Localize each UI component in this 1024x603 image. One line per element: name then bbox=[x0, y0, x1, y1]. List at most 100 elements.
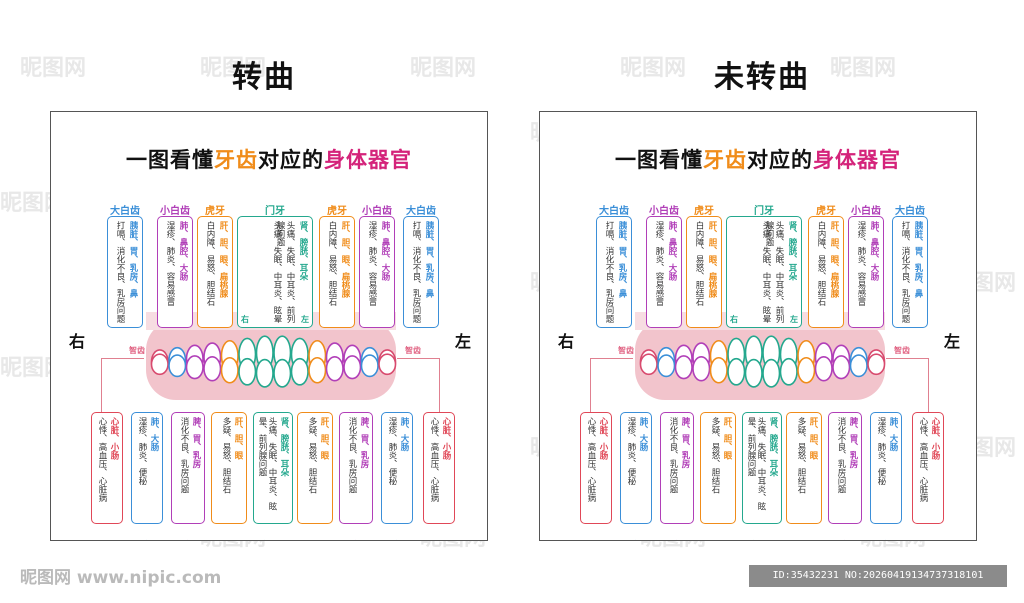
organ-card: 肝、胆、眼、扁桃腺白内障、易怒、胆结石 bbox=[808, 216, 844, 328]
upper-teeth-cards: 大白齿胰脏、胃、乳房、鼻打嗝、消化不良、乳房问题小白齿肺、鼻腔、大肠湿疹、肺炎、… bbox=[540, 202, 976, 342]
upper-card: 虎牙肝、胆、眼、扁桃腺白内障、易怒、胆结石 bbox=[319, 202, 355, 342]
organ-card: 肺、鼻腔、大肠湿疹、肺炎、容易感冒 bbox=[646, 216, 682, 328]
wisdom-tooth-label-right: 智齿 bbox=[129, 346, 145, 355]
organ-names: 脾、胃、乳房 bbox=[680, 417, 690, 468]
organ-card: 脾、胃、乳房消化不良、乳房问题 bbox=[339, 412, 373, 524]
tooth-shape bbox=[203, 356, 222, 382]
tooth-type-label: 虎牙 bbox=[816, 206, 836, 217]
title-segment: 一图看懂 bbox=[126, 147, 214, 172]
organ-card: 肺、大肠湿疹、肺炎、便秘 bbox=[620, 412, 652, 524]
symptom-text: 头痛、失眠、中耳炎、前列腺问题 bbox=[764, 221, 784, 323]
symptom-text: 头痛、失眠、中耳炎、前列腺问题 bbox=[275, 221, 295, 323]
lower-card: 心脏、小肠心悸、高血压、心脏病 bbox=[423, 412, 455, 540]
connector-line bbox=[397, 358, 440, 415]
upper-card: 大白齿胰脏、胃、乳房、鼻打嗝、消化不良、乳房问题 bbox=[596, 202, 632, 342]
upper-card: 门牙肾、膀胱、耳朵头痛、失眠、中耳炎、前列腺问题头痛、失眠、中耳炎、眩晕右左 bbox=[237, 202, 313, 342]
symptom-text: 白内障、易怒、胆结石 bbox=[694, 221, 704, 306]
symptom-text: 白内障、易怒、胆结石 bbox=[327, 221, 337, 306]
tooth-shape bbox=[378, 353, 397, 376]
organ-names: 心脏、小肠 bbox=[441, 417, 451, 460]
organ-card: 肺、大肠湿疹、肺炎、便秘 bbox=[381, 412, 413, 524]
symptom-text: 湿疹、肺炎、容易感冒 bbox=[367, 221, 377, 306]
connector-line bbox=[886, 358, 929, 415]
symptom-text: 头痛、失眠、中耳炎、眩晕、前列腺问题 bbox=[257, 417, 277, 511]
tooth-type-label: 大白齿 bbox=[131, 537, 163, 540]
symptom-text: 白内障、易怒、胆结石 bbox=[816, 221, 826, 306]
watermark-text: 昵图网 bbox=[20, 56, 87, 81]
lower-card: 肝、胆、眼多疑、易怒、胆结石虎牙 bbox=[786, 412, 822, 540]
organ-names: 肝、胆、眼、扁桃腺 bbox=[707, 221, 717, 298]
organ-names: 肝、胆、眼 bbox=[808, 417, 818, 460]
tooth-type-label: 门牙 bbox=[742, 537, 782, 540]
tooth-shape bbox=[779, 357, 798, 386]
image-id-bar: ID:35432231 NO:20260419134737318101 bbox=[749, 565, 1007, 587]
tooth-shape bbox=[832, 355, 851, 380]
symptom-text: 湿疹、肺炎、容易感冒 bbox=[654, 221, 664, 306]
organ-card: 肝、胆、眼多疑、易怒、胆结石 bbox=[700, 412, 736, 524]
organ-card: 肝、胆、眼多疑、易怒、胆结石 bbox=[786, 412, 822, 524]
organ-card: 脾、胃、乳房消化不良、乳房问题 bbox=[171, 412, 205, 524]
symptom-text: 心悸、高血压、心脏病 bbox=[918, 417, 928, 502]
organ-card: 肾、膀胱、耳朵头痛、失眠、中耳炎、前列腺问题头痛、失眠、中耳炎、眩晕右左 bbox=[237, 216, 313, 328]
organ-card: 心脏、小肠心悸、高血压、心脏病 bbox=[912, 412, 944, 524]
watermark-text: 昵图网 bbox=[830, 56, 897, 81]
symptom-text: 湿疹、肺炎、便秘 bbox=[876, 417, 886, 485]
upper-card: 虎牙肝、胆、眼、扁桃腺白内障、易怒、胆结石 bbox=[808, 202, 844, 342]
organ-names: 肺、大肠 bbox=[399, 417, 409, 451]
tooth-type-label: 虎牙 bbox=[327, 206, 347, 217]
tooth-shape bbox=[273, 358, 292, 388]
poster-panel-right: 一图看懂牙齿对应的身体器官右左智齿智齿大白齿胰脏、胃、乳房、鼻打嗝、消化不良、乳… bbox=[539, 111, 977, 541]
tooth-shape bbox=[797, 356, 816, 384]
incisor-right-mark: 右 bbox=[730, 315, 738, 324]
tooth-type-label: 小白齿 bbox=[660, 537, 694, 540]
symptom-text: 湿疹、肺炎、容易感冒 bbox=[856, 221, 866, 306]
organ-names: 肝、胆、眼 bbox=[233, 417, 243, 460]
wisdom-tooth-label-left: 智齿 bbox=[405, 346, 421, 355]
symptom-text: 消化不良、乳房问题 bbox=[179, 417, 189, 494]
title-segment: 牙齿 bbox=[214, 147, 258, 172]
organ-card: 心脏、小肠心悸、高血压、心脏病 bbox=[91, 412, 123, 524]
lower-card: 肝、胆、眼多疑、易怒、胆结石虎牙 bbox=[700, 412, 736, 540]
organ-names: 肾、膀胱、耳朵 bbox=[298, 221, 308, 281]
tooth-type-label: 虎牙 bbox=[297, 537, 333, 540]
label-unconverted: 未转曲 bbox=[714, 60, 810, 95]
poster-title: 一图看懂牙齿对应的身体器官 bbox=[540, 144, 976, 174]
tooth-type-label: 大白齿 bbox=[599, 206, 629, 217]
organ-card: 肺、鼻腔、大肠湿疹、肺炎、容易感冒 bbox=[157, 216, 193, 328]
organ-names: 肾、膀胱、耳朵 bbox=[787, 221, 797, 281]
organ-names: 肺、大肠 bbox=[638, 417, 648, 451]
wisdom-tooth-label-left: 智齿 bbox=[894, 346, 910, 355]
symptom-text: 消化不良、乳房问题 bbox=[836, 417, 846, 494]
title-segment: 对应的 bbox=[747, 147, 813, 172]
lower-card: 肝、胆、眼多疑、易怒、胆结石虎牙 bbox=[297, 412, 333, 540]
organ-names: 肺、鼻腔、大肠 bbox=[869, 221, 879, 281]
organ-card: 肾、膀胱、耳朵头痛、失眠、中耳炎、眩晕、前列腺问题 bbox=[253, 412, 293, 524]
organ-card: 肝、胆、眼多疑、易怒、胆结石 bbox=[297, 412, 333, 524]
organ-names: 肺、大肠 bbox=[149, 417, 159, 451]
upper-card: 小白齿肺、鼻腔、大肠湿疹、肺炎、容易感冒 bbox=[157, 202, 193, 342]
tooth-type-label: 大白齿 bbox=[110, 206, 140, 217]
organ-card: 胰脏、胃、乳房、鼻打嗝、消化不良、乳房问题 bbox=[107, 216, 143, 328]
tooth-type-label: 大白齿 bbox=[870, 537, 902, 540]
upper-card: 大白齿胰脏、胃、乳房、鼻打嗝、消化不良、乳房问题 bbox=[403, 202, 439, 342]
organ-names: 脾、胃、乳房 bbox=[848, 417, 858, 468]
organ-card: 胰脏、胃、乳房、鼻打嗝、消化不良、乳房问题 bbox=[403, 216, 439, 328]
tooth-type-label: 小白齿 bbox=[171, 537, 205, 540]
symptom-text: 打嗝、消化不良、乳房问题 bbox=[900, 221, 910, 323]
title-segment: 对应的 bbox=[258, 147, 324, 172]
tooth-shape bbox=[343, 355, 362, 380]
tooth-type-label: 大白齿 bbox=[620, 537, 652, 540]
organ-names: 肺、鼻腔、大肠 bbox=[380, 221, 390, 281]
tooth-shape bbox=[814, 356, 833, 382]
symptom-text: 湿疹、肺炎、便秘 bbox=[137, 417, 147, 485]
tooth-shape bbox=[238, 357, 257, 386]
tooth-type-label: 小白齿 bbox=[339, 537, 373, 540]
symptom-text: 白内障、易怒、胆结石 bbox=[205, 221, 215, 306]
organ-names: 肺、鼻腔、大肠 bbox=[667, 221, 677, 281]
organ-card: 心脏、小肠心悸、高血压、心脏病 bbox=[580, 412, 612, 524]
organ-names: 肝、胆、眼 bbox=[319, 417, 329, 460]
tooth-type-label: 虎牙 bbox=[700, 537, 736, 540]
